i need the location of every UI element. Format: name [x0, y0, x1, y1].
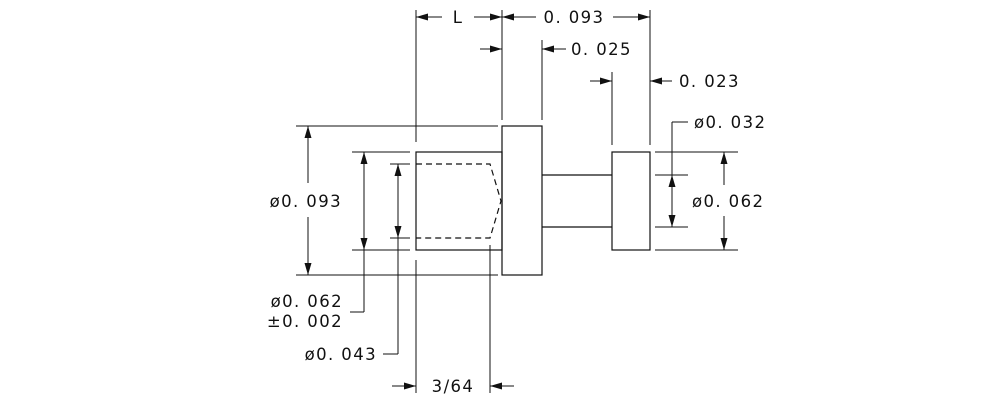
dim-socket-diameter-label: ø0. 062 — [271, 292, 343, 311]
dim-bore-depth-label: 3/64 — [432, 377, 475, 396]
dim-collar-diameter-label: ø0. 062 — [692, 192, 764, 211]
dim-socket-tolerance-label: ±0. 002 — [267, 312, 343, 331]
dim-collar-width-label: 0. 023 — [679, 72, 740, 91]
socket-body — [415, 151, 503, 251]
dim-overall-length-label: 0. 093 — [544, 8, 605, 27]
dim-bore-diameter-label: ø0. 043 — [305, 345, 377, 364]
part-outline — [415, 125, 651, 276]
bore-hidden-lines — [416, 163, 502, 239]
collar — [611, 151, 651, 251]
flange — [501, 125, 543, 276]
dim-flange-diameter-label: ø0. 093 — [270, 192, 342, 211]
dim-length-label: L — [453, 8, 464, 27]
dim-flange-thickness-label: 0. 025 — [571, 40, 632, 59]
dimension-lines — [304, 13, 728, 390]
dim-pin-diameter-label: ø0. 032 — [694, 113, 766, 132]
dimension-labels: L 0. 093 0. 025 0. 023 ø0. 032 ø0. 062 ø… — [267, 8, 766, 396]
